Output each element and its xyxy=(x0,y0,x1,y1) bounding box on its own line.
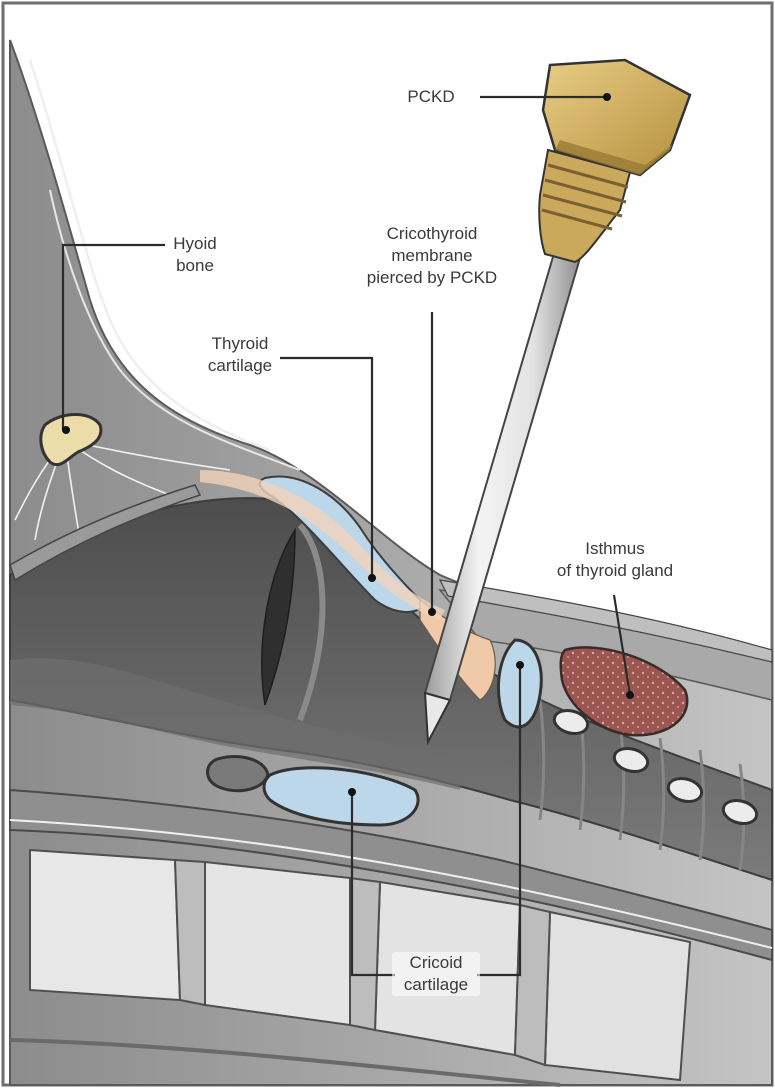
leader-dot-thyroid xyxy=(368,574,376,582)
label-thyroid-line2: cartilage xyxy=(195,355,285,377)
label-crico-line3: pierced by PCKD xyxy=(357,267,507,289)
label-thyroid-line1: Thyroid xyxy=(195,333,285,355)
vertebral-body xyxy=(30,850,180,1000)
label-pckd: PCKD xyxy=(386,86,476,108)
label-isthmus-line2: of thyroid gland xyxy=(545,560,685,582)
label-isthmus-line1: Isthmus xyxy=(545,538,685,560)
label-thyroid-cartilage: Thyroid cartilage xyxy=(195,333,285,377)
arytenoid xyxy=(208,756,269,790)
label-hyoid-bone: Hyoid bone xyxy=(160,233,230,277)
intervertebral-disc xyxy=(350,878,380,1030)
leader-dot-cricoid-2 xyxy=(516,661,524,669)
label-isthmus-thyroid-gland: Isthmus of thyroid gland xyxy=(545,538,685,582)
label-cricoid-line1: Cricoid xyxy=(396,952,476,974)
label-crico-line2: membrane xyxy=(357,245,507,267)
intervertebral-disc xyxy=(175,860,205,1005)
label-hyoid-line1: Hyoid xyxy=(160,233,230,255)
label-cricoid-line2: cartilage xyxy=(396,974,476,996)
leader-dot-cricothyroid xyxy=(428,608,436,616)
leader-dot-pckd xyxy=(603,93,611,101)
vertebral-body xyxy=(205,862,350,1025)
label-hyoid-line2: bone xyxy=(160,255,230,277)
label-crico-line1: Cricothyroid xyxy=(357,223,507,245)
leader-dot-isthmus xyxy=(626,691,634,699)
label-cricoid-cartilage: Cricoid cartilage xyxy=(392,952,480,996)
leader-dot-hyoid xyxy=(62,426,70,434)
label-cricothyroid-membrane: Cricothyroid membrane pierced by PCKD xyxy=(357,223,507,289)
label-pckd-text: PCKD xyxy=(407,87,454,106)
vertebral-body xyxy=(545,912,690,1080)
leader-dot-cricoid-1 xyxy=(348,788,356,796)
